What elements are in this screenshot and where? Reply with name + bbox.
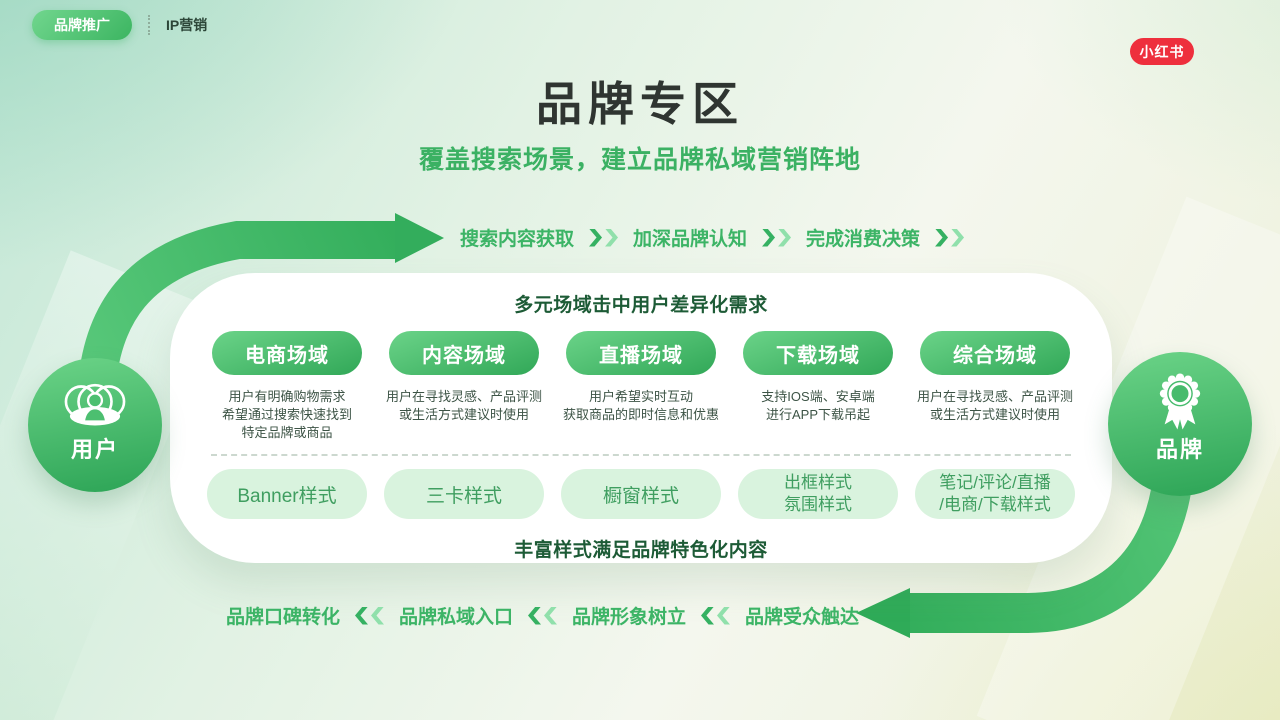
scene-pill-row: 电商场域 内容场域 直播场域 下载场域 综合场域 xyxy=(170,331,1112,375)
scene-desc: 支持IOS端、安卓端 进行APP下载吊起 xyxy=(761,389,875,422)
double-chevron-left-icon xyxy=(355,607,384,625)
style-pill-breakout: 出框样式 氛围样式 xyxy=(738,469,898,519)
scene-pill-download: 下载场域 xyxy=(743,331,893,375)
flow-step: 品牌形象树立 xyxy=(572,607,687,628)
tab-brand-promotion[interactable]: 品牌推广 xyxy=(32,10,132,40)
double-chevron-left-icon xyxy=(701,607,730,625)
bottom-flow: 品牌口碑转化 品牌私域入口 品牌形象树立 品牌受众触达 xyxy=(226,602,859,629)
style-pill-note-comment: 笔记/评论/直播 /电商/下载样式 xyxy=(915,469,1075,519)
style-pill-three-card: 三卡样式 xyxy=(384,469,544,519)
double-chevron-left-icon xyxy=(528,607,557,625)
double-chevron-right-icon xyxy=(589,228,619,247)
style-pill-row: Banner样式 三卡样式 橱窗样式 出框样式 氛围样式 笔记/评论/直播 /电… xyxy=(170,469,1112,519)
award-badge-icon xyxy=(1159,373,1201,430)
scene-desc: 用户在寻找灵感、产品评测 或生活方式建议时使用 xyxy=(385,389,542,422)
double-chevron-right-icon xyxy=(762,228,792,247)
scene-pill-ecommerce: 电商场域 xyxy=(212,331,362,375)
flow-step: 品牌受众触达 xyxy=(745,607,860,628)
panel-heading: 多元场域击中用户差异化需求 xyxy=(514,295,768,316)
dotted-divider xyxy=(211,454,1071,456)
page-subtitle: 覆盖搜索场景，建立品牌私域营销阵地 xyxy=(418,146,861,174)
flow-step: 搜索内容获取 xyxy=(460,229,575,250)
flow-step: 完成消费决策 xyxy=(806,229,921,250)
xiaohongshu-logo: 小红书 xyxy=(1130,38,1194,65)
double-chevron-right-icon xyxy=(935,228,965,247)
style-pill-banner: Banner样式 xyxy=(207,469,367,519)
top-tabs: 品牌推广 IP营销 xyxy=(32,10,207,40)
brand-node: 品牌 xyxy=(1108,352,1252,496)
users-icon xyxy=(64,383,126,426)
user-node-label: 用户 xyxy=(70,437,119,462)
scene-desc: 用户有明确购物需求 希望通过搜索快速找到 特定品牌或商品 xyxy=(221,389,352,440)
flow-step: 加深品牌认知 xyxy=(633,229,748,250)
tab-ip-marketing[interactable]: IP营销 xyxy=(166,17,208,33)
brand-node-label: 品牌 xyxy=(1155,437,1204,462)
page-title: 品牌专区 xyxy=(536,78,744,130)
scene-panel: 多元场域击中用户差异化需求 电商场域 内容场域 直播场域 下载场域 综合场域 用… xyxy=(170,273,1112,563)
top-flow: 搜索内容获取 加深品牌认知 完成消费决策 xyxy=(460,224,966,251)
scene-pill-live: 直播场域 xyxy=(566,331,716,375)
flow-step: 品牌私域入口 xyxy=(399,607,514,628)
panel-footer: 丰富样式满足品牌特色化内容 xyxy=(514,540,768,561)
flow-step: 品牌口碑转化 xyxy=(226,607,341,628)
tab-divider xyxy=(148,15,150,35)
scene-pill-comprehensive: 综合场域 xyxy=(920,331,1070,375)
scene-desc: 用户希望实时互动 获取商品的即时信息和优惠 xyxy=(562,389,719,422)
user-node: 用户 xyxy=(28,358,162,492)
scene-desc: 用户在寻找灵感、产品评测 或生活方式建议时使用 xyxy=(916,389,1073,422)
scene-desc-row: 用户有明确购物需求 希望通过搜索快速找到 特定品牌或商品 用户在寻找灵感、产品评… xyxy=(170,388,1112,442)
scene-pill-content: 内容场域 xyxy=(389,331,539,375)
style-pill-showcase: 橱窗样式 xyxy=(561,469,721,519)
